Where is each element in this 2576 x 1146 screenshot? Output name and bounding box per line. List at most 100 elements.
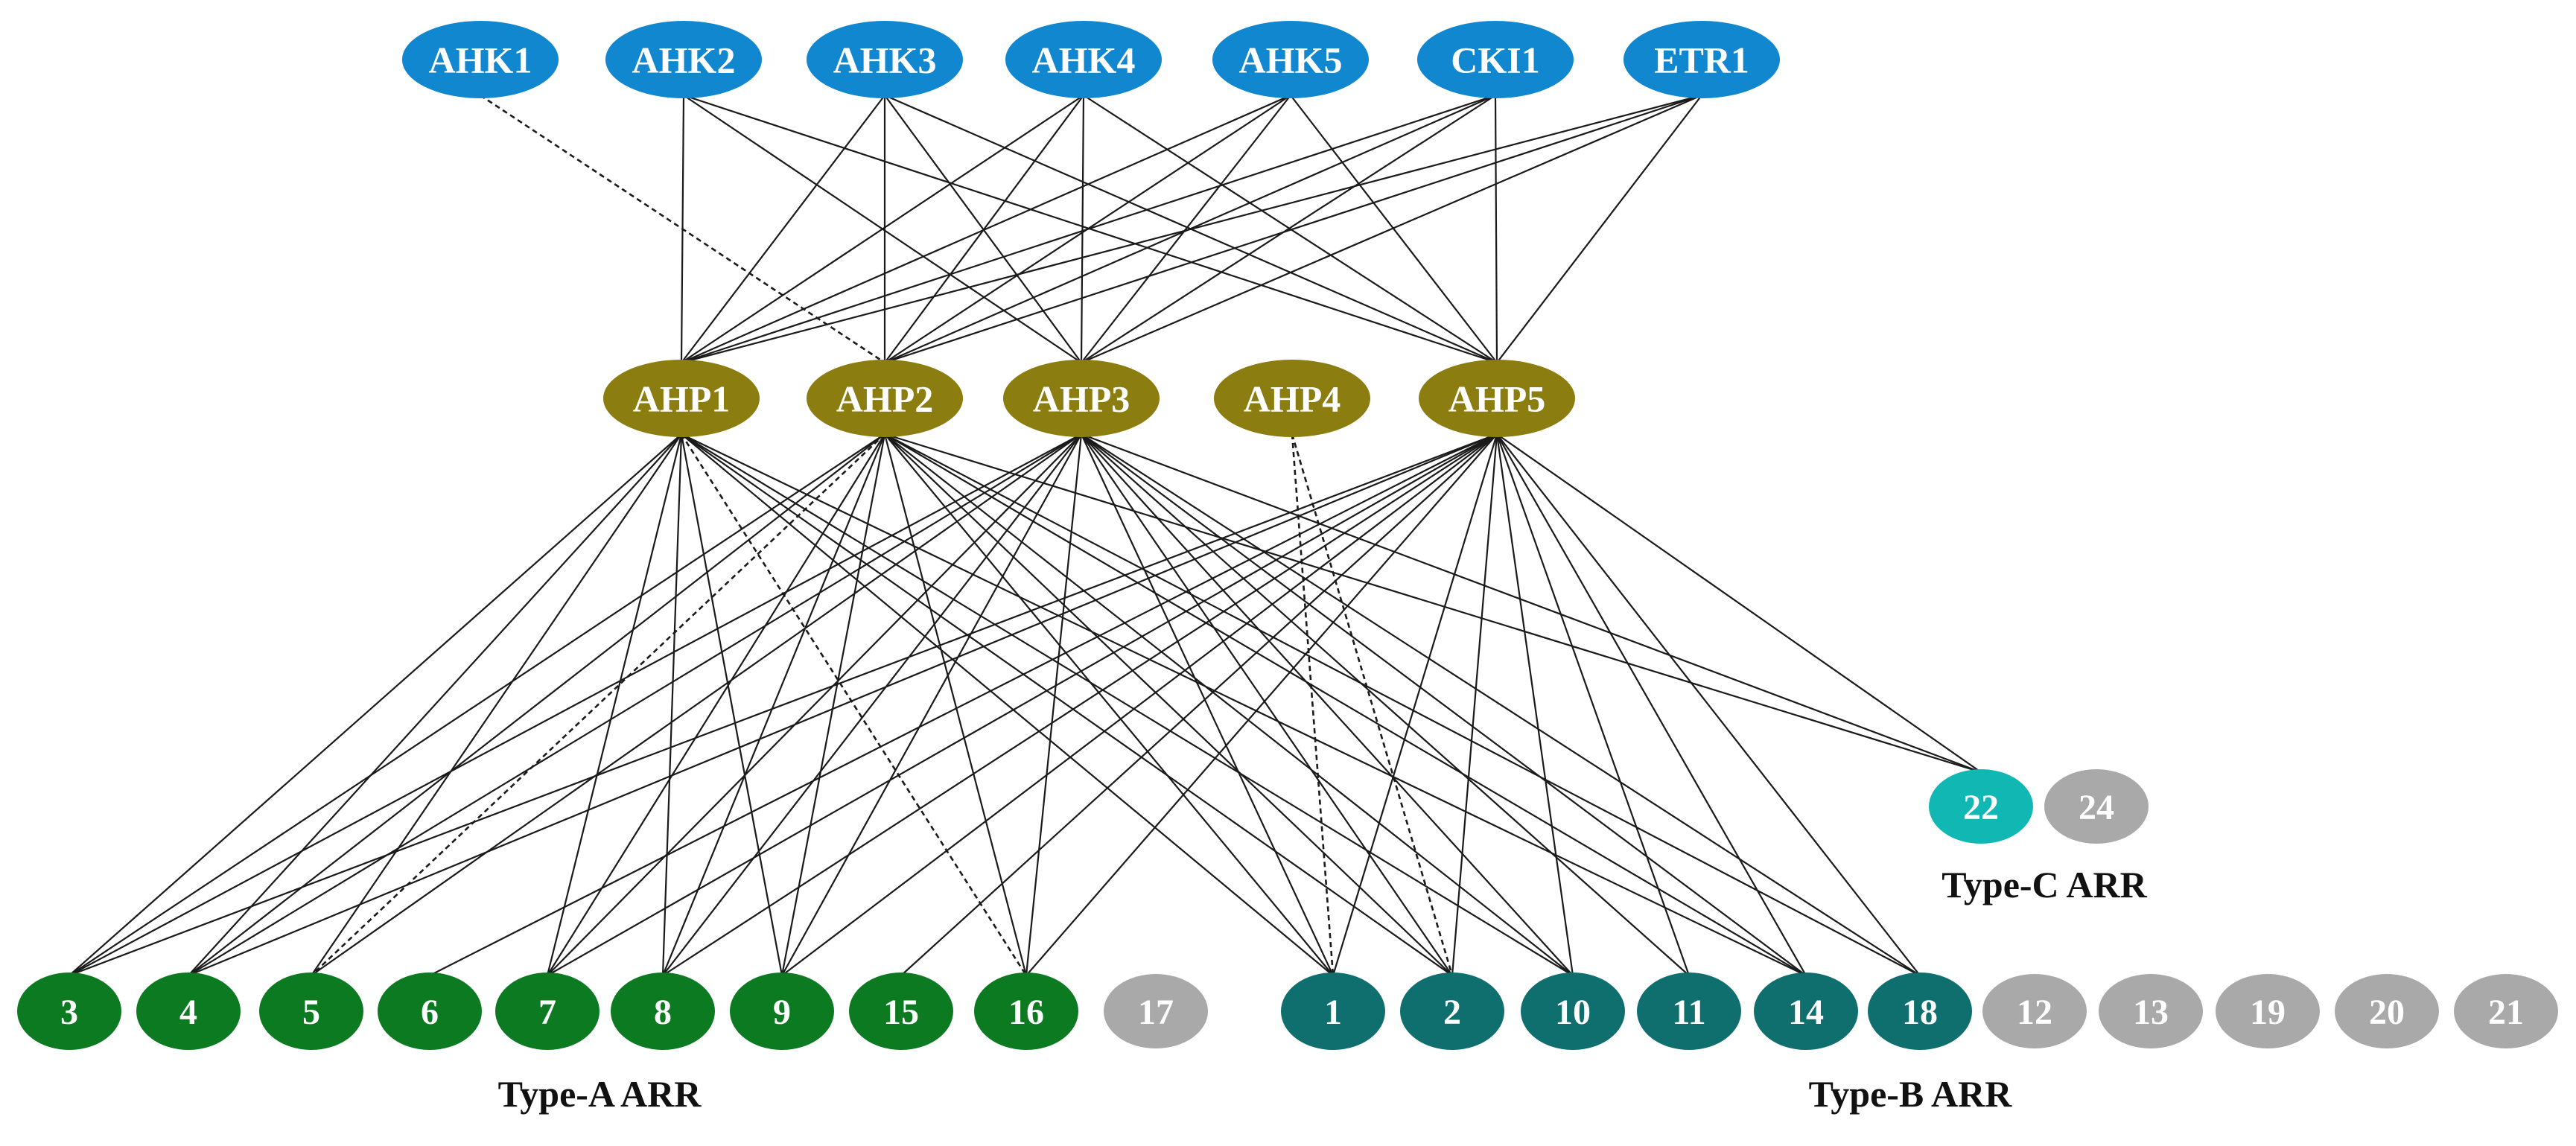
node-a9: 9: [730, 972, 834, 1050]
edge-ahp3-b11: [1081, 433, 1690, 976]
node-ahk4-label: AHK4: [1032, 39, 1136, 81]
node-a8: 8: [611, 972, 715, 1050]
node-ahk1: AHK1: [402, 21, 559, 98]
edge-ahp3-a3: [69, 433, 1082, 976]
edge-ahp2-b14: [884, 433, 1807, 976]
node-ahk2: AHK2: [605, 21, 762, 98]
edge-ahp1-b2: [681, 433, 1453, 976]
node-a6-label: 6: [421, 993, 439, 1032]
edge-ahk4-ahp1: [681, 95, 1084, 363]
node-etr1-shape: [1623, 21, 1780, 98]
node-b18: 18: [1868, 972, 1972, 1050]
node-a9-label: 9: [773, 993, 791, 1032]
node-ahk2-shape: [605, 21, 762, 98]
edge-ahp5-a6: [429, 433, 1498, 976]
node-b10: 10: [1521, 972, 1625, 1050]
node-a8-label: 8: [654, 993, 672, 1032]
edge-etr1-ahp2: [884, 94, 1702, 364]
edge-ahp1-a7: [546, 433, 683, 976]
edge-ahp5-a3: [69, 433, 1498, 977]
node-ahk5: AHK5: [1212, 21, 1369, 98]
node-b20-label: 20: [2369, 993, 2405, 1032]
node-a8-shape: [611, 972, 715, 1050]
edge-ahp5-b11: [1495, 433, 1691, 976]
node-b2-label: 2: [1443, 993, 1461, 1032]
node-a3-label: 3: [60, 993, 78, 1032]
node-a15-label: 15: [883, 993, 919, 1032]
edge-ahp1-a3: [69, 433, 682, 976]
node-b1: 1: [1281, 972, 1385, 1050]
node-ahp4-shape: [1214, 360, 1370, 437]
node-a5-label: 5: [302, 993, 320, 1032]
edge-ahp2-a3: [69, 433, 885, 976]
node-c24-label: 24: [2079, 788, 2114, 827]
node-c22-shape: [1929, 769, 2033, 844]
node-ahp5-label: AHP5: [1448, 378, 1546, 420]
node-b21-shape: [2454, 974, 2558, 1048]
edge-ahp5-b10: [1495, 433, 1574, 976]
node-ahp2-shape: [807, 360, 963, 437]
edge-etr1-ahp1: [681, 94, 1702, 364]
edge-cki1-ahp5: [1494, 95, 1498, 363]
node-a5: 5: [259, 972, 363, 1050]
node-ahk3: AHK3: [807, 21, 963, 98]
node-a4-label: 4: [179, 993, 197, 1032]
node-a17: 17: [1104, 974, 1208, 1048]
edge-ahp5-b14: [1496, 433, 1807, 976]
node-b1-shape: [1281, 972, 1385, 1050]
node-a9-shape: [730, 972, 834, 1050]
node-etr1-label: ETR1: [1654, 39, 1749, 81]
node-c22: 22: [1929, 769, 2033, 844]
node-ahp1-shape: [603, 360, 760, 437]
node-ahp1: AHP1: [603, 360, 760, 437]
edge-ahp3-c22: [1081, 433, 1982, 774]
node-a6-shape: [378, 972, 482, 1050]
node-b10-label: 10: [1555, 993, 1591, 1032]
node-ahk1-label: AHK1: [429, 39, 532, 81]
edge-ahp5-a7: [547, 433, 1498, 976]
node-b12-label: 12: [2017, 993, 2052, 1032]
edge-ahp2-b1: [884, 433, 1334, 976]
node-b2: 2: [1400, 972, 1504, 1050]
edge-etr1-ahp3: [1081, 94, 1702, 364]
type-b-arr-label: Type-B ARR: [1809, 1073, 2013, 1115]
edge-ahp3-b1: [1081, 433, 1334, 976]
node-b20: 20: [2335, 974, 2439, 1048]
edge-ahp1-a16: [680, 433, 1028, 976]
node-ahk5-label: AHK5: [1239, 39, 1343, 81]
node-b13-shape: [2099, 974, 2203, 1048]
edge-ahp2-b18: [884, 433, 1921, 976]
edge-ahk4-ahp5: [1083, 95, 1498, 363]
edge-ahk5-ahp1: [681, 94, 1291, 364]
node-b13: 13: [2099, 974, 2203, 1048]
node-b21-label: 21: [2488, 993, 2524, 1032]
edge-ahk5-ahp5: [1290, 95, 1498, 363]
node-a16-shape: [974, 972, 1078, 1050]
node-ahk1-shape: [402, 21, 559, 98]
group-label-layer: Type-A ARR Type-B ARR Type-C ARR: [498, 864, 2148, 1115]
node-ahp1-label: AHP1: [633, 378, 731, 420]
node-a15: 15: [849, 972, 953, 1050]
edge-ahp5-a8: [662, 433, 1498, 976]
node-ahp2: AHP2: [807, 360, 963, 437]
edge-ahp3-a7: [547, 433, 1082, 976]
node-a16: 16: [974, 972, 1078, 1050]
edge-ahp5-a16: [1025, 433, 1498, 976]
node-c24-shape: [2044, 769, 2149, 844]
edge-ahk3-ahp1: [681, 95, 885, 363]
node-ahp4-label: AHP4: [1244, 378, 1341, 420]
node-cki1: CKI1: [1417, 21, 1574, 98]
edge-ahk4-ahp3: [1080, 95, 1085, 363]
edge-ahp2-b2: [884, 433, 1453, 976]
node-a16-label: 16: [1008, 993, 1044, 1032]
edge-ahp2-a8: [661, 433, 886, 976]
edge-ahp5-b2: [1451, 433, 1498, 976]
node-b19-label: 19: [2250, 993, 2286, 1032]
node-b11: 11: [1637, 972, 1741, 1050]
edge-ahp5-a15: [900, 433, 1498, 976]
node-b12: 12: [1982, 974, 2087, 1048]
node-b19-shape: [2216, 974, 2320, 1048]
node-a7-shape: [495, 972, 600, 1050]
edge-ahp1-b14: [681, 433, 1807, 976]
edge-ahp4-b1: [1291, 433, 1335, 976]
